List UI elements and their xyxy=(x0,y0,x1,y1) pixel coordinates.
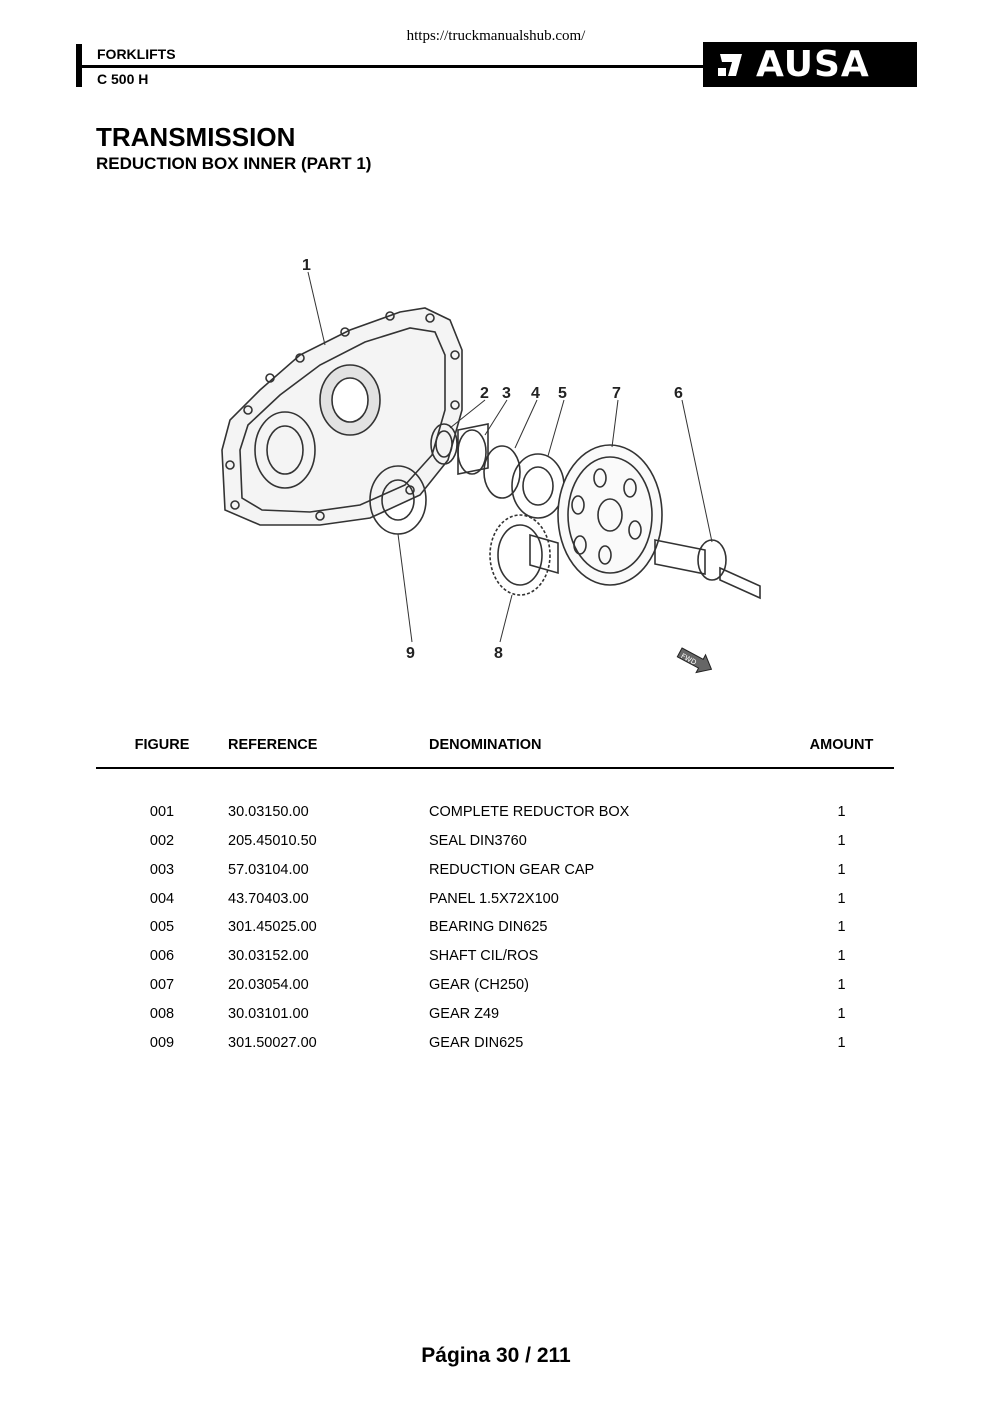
col-header-figure: FIGURE xyxy=(96,733,228,769)
cell-amount: 1 xyxy=(837,976,846,993)
cell-reference: 301.50027.00 xyxy=(228,1034,317,1051)
gear-7-drawing xyxy=(557,444,663,586)
table-header-row: FIGURE REFERENCE DENOMINATION AMOUNT xyxy=(96,733,894,769)
cell-reference: 30.03152.00 xyxy=(228,948,309,965)
callout-label: 9 xyxy=(406,645,415,662)
exploded-parts-diagram: 1 2 3 4 5 7 6 9 8 FWD xyxy=(221,257,761,674)
cell-amount: 1 xyxy=(837,919,846,936)
col-header-reference: REFERENCE xyxy=(228,733,429,769)
page-number: Página 30 / 211 xyxy=(421,1344,571,1367)
shaft-drawing xyxy=(654,539,706,575)
gear-8-drawing xyxy=(489,514,551,596)
cell-figure: 007 xyxy=(149,976,175,993)
brand-logo-text: AUSA xyxy=(756,44,870,85)
cell-denomination: BEARING DIN625 xyxy=(429,919,548,936)
callout-label: 2 xyxy=(480,385,489,402)
cell-figure: 004 xyxy=(149,890,175,907)
table-row: 007 20.03054.00 GEAR (CH250) 1 xyxy=(96,971,894,1000)
cell-denomination: GEAR (CH250) xyxy=(429,976,529,993)
cell-figure: 006 xyxy=(149,948,175,965)
cell-reference: 30.03101.00 xyxy=(228,1005,309,1022)
cell-figure: 005 xyxy=(149,919,175,936)
cell-figure: 001 xyxy=(149,804,175,821)
fwd-label: FWD xyxy=(679,652,697,667)
table-row: 009 301.50027.00 GEAR DIN625 1 xyxy=(96,1028,894,1057)
reductor-housing-drawing xyxy=(221,307,463,526)
cell-reference: 20.03054.00 xyxy=(228,976,309,993)
brand-mark-icon xyxy=(718,54,742,76)
callout-label: 4 xyxy=(531,385,540,402)
cell-amount: 1 xyxy=(837,832,846,849)
cell-reference: 301.45025.00 xyxy=(228,919,317,936)
bearing-5-drawing xyxy=(511,453,565,519)
source-url[interactable]: https://truckmanualshub.com/ xyxy=(406,28,586,44)
header-model: C 500 H xyxy=(97,71,149,87)
callout-label: 6 xyxy=(674,385,683,402)
brand-logo: AUSA xyxy=(703,42,917,87)
table-row: 008 30.03101.00 GEAR Z49 1 xyxy=(96,999,894,1028)
cell-figure: 002 xyxy=(149,832,175,849)
col-header-amount: AMOUNT xyxy=(789,733,894,769)
callout-label: 3 xyxy=(502,385,511,402)
cell-amount: 1 xyxy=(837,804,846,821)
header-rule xyxy=(82,65,707,68)
table-row: 006 30.03152.00 SHAFT CIL/ROS 1 xyxy=(96,942,894,971)
cell-denomination: SEAL DIN3760 xyxy=(429,832,527,849)
cell-amount: 1 xyxy=(837,1005,846,1022)
cell-reference: 205.45010.50 xyxy=(228,832,317,849)
cell-figure: 009 xyxy=(149,1034,175,1051)
cell-denomination: GEAR Z49 xyxy=(429,1005,500,1022)
cell-reference: 30.03150.00 xyxy=(228,804,309,821)
cell-amount: 1 xyxy=(837,890,846,907)
table-row: 002 205.45010.50 SEAL DIN3760 1 xyxy=(96,827,894,856)
callout-label: 5 xyxy=(558,385,567,402)
seal-drawing xyxy=(430,423,458,465)
panel-drawing xyxy=(483,445,521,499)
parts-table: FIGURE REFERENCE DENOMINATION AMOUNT 001… xyxy=(96,733,894,1057)
table-row: 001 30.03150.00 COMPLETE REDUCTOR BOX 1 xyxy=(96,798,894,827)
col-header-denomination: DENOMINATION xyxy=(429,733,789,769)
callout-label: 7 xyxy=(612,385,621,402)
header-category: FORKLIFTS xyxy=(97,46,176,62)
cell-denomination: GEAR DIN625 xyxy=(429,1034,524,1051)
cell-reference: 57.03104.00 xyxy=(228,861,309,878)
table-row: 005 301.45025.00 BEARING DIN625 1 xyxy=(96,913,894,942)
header-accent-bar xyxy=(76,44,82,87)
page-subtitle: REDUCTION BOX INNER (PART 1) xyxy=(96,154,372,173)
cell-denomination: REDUCTION GEAR CAP xyxy=(429,861,595,878)
cell-denomination: SHAFT CIL/ROS xyxy=(429,948,539,965)
cell-reference: 43.70403.00 xyxy=(228,890,309,907)
table-row: 003 57.03104.00 REDUCTION GEAR CAP 1 xyxy=(96,855,894,884)
cell-figure: 008 xyxy=(149,1005,175,1022)
cell-amount: 1 xyxy=(837,948,846,965)
fwd-arrow-icon: FWD xyxy=(676,647,713,674)
page-title: TRANSMISSION xyxy=(96,122,296,152)
cell-denomination: COMPLETE REDUCTOR BOX xyxy=(429,804,630,821)
cell-amount: 1 xyxy=(837,1034,846,1051)
cell-denomination: PANEL 1.5X72X100 xyxy=(429,890,559,907)
cell-figure: 003 xyxy=(149,861,175,878)
callout-label: 1 xyxy=(302,257,311,274)
table-row: 004 43.70403.00 PANEL 1.5X72X100 1 xyxy=(96,884,894,913)
callout-label: 8 xyxy=(494,645,503,662)
cap-drawing xyxy=(457,423,489,475)
cell-amount: 1 xyxy=(837,861,846,878)
